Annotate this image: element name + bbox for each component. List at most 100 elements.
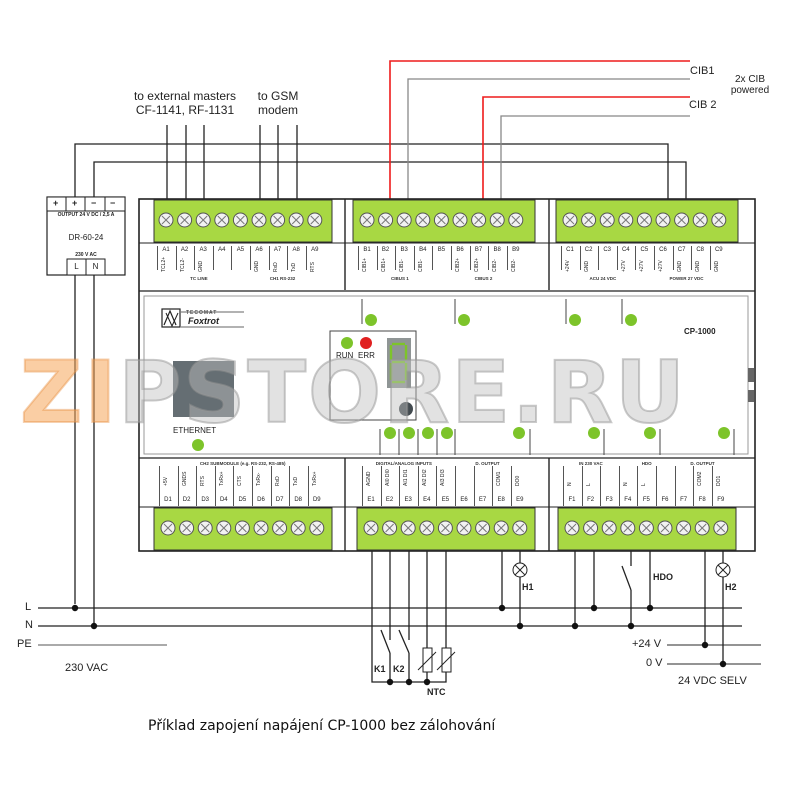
rail-l-label: L xyxy=(25,601,32,613)
terminal-signal-a9: RTS xyxy=(309,262,316,272)
terminal-id-d7: D7 xyxy=(275,497,284,503)
terminal-id-f4: F4 xyxy=(624,497,632,503)
psu-term-4: − xyxy=(110,198,116,208)
terminal-signal-e4: AI2 DI2 xyxy=(421,469,428,486)
terminal-signal-c1: +24V xyxy=(565,260,571,272)
ethernet-label: ETHERNET xyxy=(173,426,217,435)
terminal-divider xyxy=(380,466,382,506)
psu-term-3: − xyxy=(91,198,97,208)
terminal-id-f7: F7 xyxy=(680,497,688,503)
run-led xyxy=(341,337,353,349)
terminal-id-c5: C5 xyxy=(640,247,649,253)
gsm-line1: to GSM xyxy=(257,89,299,103)
terminal-divider xyxy=(159,466,160,506)
cib2-label: CIB 2 xyxy=(689,99,717,111)
relay-k1-label: K1 xyxy=(374,664,386,674)
terminal-group-label: DIGITAL/ANALOG INPUTS xyxy=(375,461,432,466)
terminal-id-b7: B7 xyxy=(474,247,483,253)
terminal-signal-b3: CIB1- xyxy=(399,259,406,272)
external-masters-label: to external masters CF-1141, RF-1131 xyxy=(125,89,245,117)
brand-name: Foxtrot xyxy=(188,316,219,326)
terminal-divider xyxy=(579,246,581,270)
terminal-divider xyxy=(270,466,272,506)
terminal-id-f9: F9 xyxy=(717,497,725,503)
terminal-divider xyxy=(305,246,307,270)
terminal-divider xyxy=(376,246,378,270)
terminal-id-e4: E4 xyxy=(423,497,431,503)
terminal-divider xyxy=(268,246,270,270)
terminal-divider xyxy=(362,466,363,506)
terminal-signal-c2: GND xyxy=(583,260,590,272)
terminal-id-e7: E7 xyxy=(478,497,487,503)
terminal-id-c2: C2 xyxy=(584,247,593,253)
terminal-id-f5: F5 xyxy=(642,497,650,503)
terminal-signal-d1: +5V xyxy=(163,476,169,486)
terminal-signal-f2: L xyxy=(585,483,592,486)
ethernet-port xyxy=(173,361,234,417)
terminal-id-c1: C1 xyxy=(566,247,574,253)
terminal-divider xyxy=(618,466,620,506)
terminal-id-d9: D9 xyxy=(312,497,321,503)
terminal-divider xyxy=(436,466,438,506)
terminal-id-a4: A4 xyxy=(218,247,226,253)
terminal-divider xyxy=(656,466,657,506)
controller-housing xyxy=(138,198,756,552)
terminal-divider xyxy=(177,466,179,506)
terminal-divider xyxy=(711,466,713,506)
watermark: ZIPSTORE.RU xyxy=(19,343,687,443)
terminal-id-b5: B5 xyxy=(437,247,446,253)
terminal-divider xyxy=(395,246,397,270)
terminal-id-a5: A5 xyxy=(236,247,245,253)
terminal-id-e1: E1 xyxy=(367,497,375,503)
terminal-divider xyxy=(399,466,401,506)
external-masters-line1: to external masters xyxy=(133,89,237,103)
terminal-signal-f4: N xyxy=(622,482,629,486)
terminal-id-b4: B4 xyxy=(419,247,427,253)
terminal-divider xyxy=(600,466,602,506)
terminal-id-f8: F8 xyxy=(698,497,706,503)
psu-input-n: N xyxy=(92,262,99,271)
terminal-id-b9: B9 xyxy=(512,247,520,253)
cib-powered-line1: 2x CIB xyxy=(734,74,765,85)
terminal-divider xyxy=(233,466,235,506)
terminal-divider xyxy=(672,246,674,270)
terminal-id-a9: A9 xyxy=(311,247,319,253)
terminal-divider xyxy=(635,246,637,270)
terminal-divider xyxy=(469,246,471,270)
cib1-label: CIB1 xyxy=(690,65,715,77)
terminal-id-e3: E3 xyxy=(404,497,412,503)
terminal-id-c8: C8 xyxy=(696,247,705,253)
terminal-divider xyxy=(157,246,158,270)
terminal-id-f3: F3 xyxy=(605,497,613,503)
terminal-divider xyxy=(250,246,251,270)
terminal-divider xyxy=(196,466,198,506)
terminal-divider xyxy=(307,466,309,506)
terminal-group-label: CH1 RS-232 xyxy=(269,276,296,281)
terminal-signal-a8: TxD xyxy=(291,262,298,272)
terminal-divider xyxy=(581,466,583,506)
terminal-signal-b7: CIB2+ xyxy=(473,257,480,272)
terminal-signal-d5: CTS xyxy=(237,476,244,486)
terminal-group-label: POWER 27 VDC xyxy=(669,276,704,281)
terminal-id-c9: C9 xyxy=(714,247,723,253)
terminal-divider xyxy=(214,466,216,506)
terminal-divider xyxy=(693,466,695,506)
terminal-signal-b9: CIB2- xyxy=(510,259,517,272)
terminal-divider xyxy=(510,466,512,506)
terminal-id-d6: D6 xyxy=(257,497,265,503)
terminal-signal-e3: AI1 DI1 xyxy=(403,469,410,486)
terminal-divider xyxy=(674,466,676,506)
terminal-id-a3: A3 xyxy=(199,247,207,253)
psu-model: DR-60-24 xyxy=(68,233,104,242)
terminal-divider xyxy=(473,466,475,506)
terminal-group-label: HDO xyxy=(641,461,652,466)
terminal-id-a6: A6 xyxy=(255,247,263,253)
cib-powered-line2: powered xyxy=(730,85,770,96)
terminal-signal-d8: TxD xyxy=(293,476,300,486)
terminal-signal-e2: AI0 DI0 xyxy=(384,469,391,486)
terminal-signal-f8: COM2 xyxy=(697,471,704,486)
mode-button xyxy=(399,402,413,416)
lamp-h2-label: H2 xyxy=(725,582,737,592)
lamp-h1-label: H1 xyxy=(522,582,534,592)
terminal-divider xyxy=(709,246,711,270)
